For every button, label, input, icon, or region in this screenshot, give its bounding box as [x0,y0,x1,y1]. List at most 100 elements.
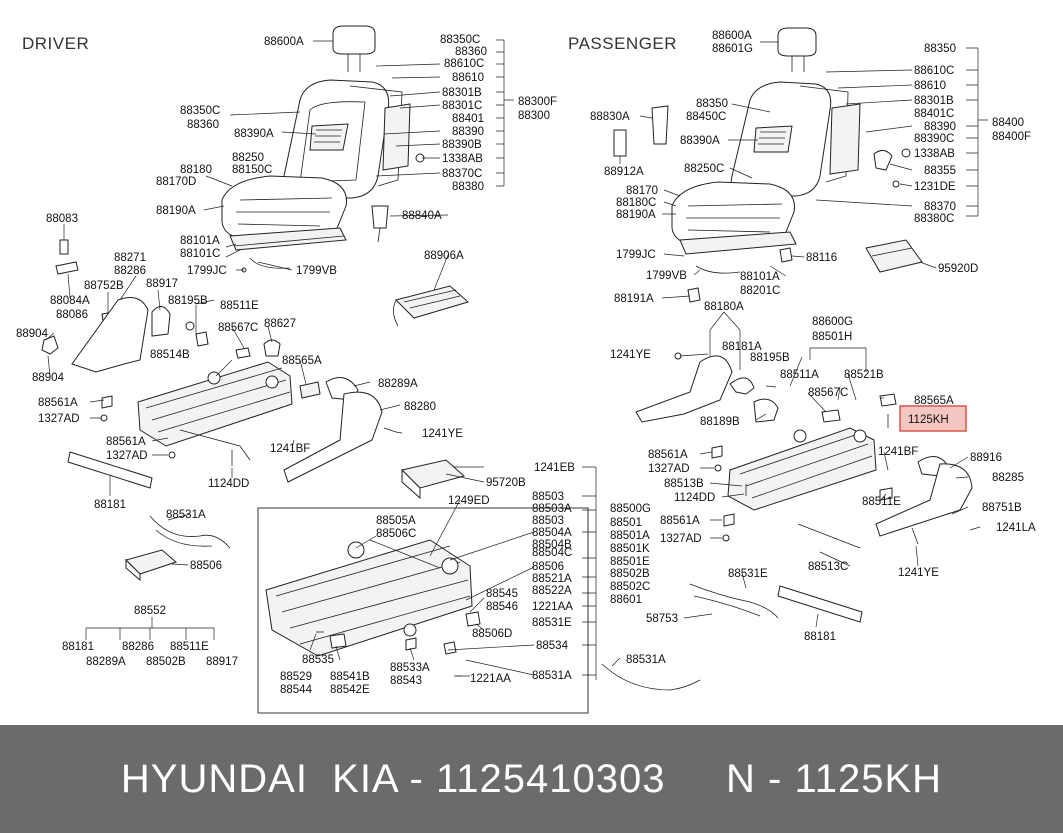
label-88840A: 88840A [402,210,442,222]
label-p-88600A: 88600A [712,30,752,42]
label-88544: 88544 [280,684,313,696]
label-p-88390A: 88390A [680,135,720,147]
label-88370C: 88370C [442,168,482,180]
label-p-88180A: 88180A [704,301,744,313]
label-p-88600G: 88600G [812,316,853,328]
label-88502B-b: 88502B [146,656,186,668]
label-88506C: 88506C [376,528,416,540]
label-p-88401C: 88401C [914,108,954,120]
label-88546: 88546 [486,601,518,613]
label-88904-top: 88904 [16,328,49,340]
label-88501E: 88501E [610,556,650,568]
label-p-88830A: 88830A [590,111,630,123]
label-88502C: 88502C [610,581,650,593]
label-p-88601G: 88601G [712,43,753,55]
label-88917: 88917 [146,278,178,290]
passenger-rail-cover [777,585,863,623]
driver-cushion-wire [241,257,291,273]
label-p-88380C: 88380C [914,213,954,225]
label-88300F: 88300F [518,96,557,108]
label-p-88116: 88116 [806,252,837,264]
label-p-88201C: 88201C [740,285,780,297]
label-88360: 88360 [455,46,487,58]
label-88289A-b: 88289A [86,656,126,668]
label-p-88531E: 88531E [728,568,768,580]
label-p-88400F: 88400F [992,131,1031,143]
label-88506D: 88506D [472,628,512,640]
label-1124DD: 1124DD [208,478,249,490]
banner-text: HYUNDAI KIA - 1125410303 N - 1125KH [120,756,943,801]
label-p-1241YE: 1241YE [610,349,651,361]
center-module [401,459,466,500]
label-88600A: 88600A [264,36,304,48]
label-88505A: 88505A [376,515,416,527]
label-88541B: 88541B [330,671,370,683]
label-88300: 88300 [518,110,550,122]
passenger-seat-back-frame [799,85,861,183]
label-p-88400: 88400 [992,117,1024,129]
label-p-88751B: 88751B [982,502,1022,514]
label-1249ED: 1249ED [448,495,490,507]
label-88531A: 88531A [166,509,206,521]
label-p-88513B: 88513B [664,478,704,490]
highlight-callout: 1125KH [899,405,967,432]
label-88565A: 88565A [282,355,322,367]
driver-seat-back-frame [349,85,425,187]
label-p-1338AB: 1338AB [914,148,955,160]
label-88280: 88280 [404,401,436,413]
label-88534: 88534 [536,640,569,652]
label-88521A: 88521A [532,573,572,585]
passenger-sensor [865,239,923,273]
label-1799JC: 1799JC [187,265,227,277]
label-88150C: 88150C [232,164,272,176]
passenger-section-title: PASSENGER [568,34,677,53]
label-88904-bottom: 88904 [32,372,65,384]
label-p-88390: 88390 [924,121,956,133]
label-88170D: 88170D [156,176,196,188]
label-p-88561A-b: 88561A [660,515,700,527]
label-88083: 88083 [46,213,78,225]
label-p-88350: 88350 [924,43,956,55]
passenger-labels: 88600A 88601G 88350 88610C 88610 88301B … [590,30,1036,666]
label-p-88370: 88370 [924,201,956,213]
label-p-88565A: 88565A [914,395,954,407]
label-p-88610: 88610 [914,80,946,92]
label-88195B: 88195B [168,295,208,307]
label-p-88181: 88181 [804,631,836,643]
label-88401: 88401 [452,113,484,125]
label-88101A: 88101A [180,235,220,247]
passenger-clip-parts [613,105,911,188]
label-88289A: 88289A [378,378,418,390]
label-p-88521B: 88521B [844,369,884,381]
label-p-88531A: 88531A [626,654,666,666]
label-88101C: 88101C [180,248,220,260]
label-p-88350-left: 88350 [696,98,728,110]
label-1221AA: 1221AA [470,673,511,685]
label-p-88355: 88355 [924,165,956,177]
label-88286-b: 88286 [122,641,154,653]
label-p-88450C: 88450C [686,111,726,123]
label-88180: 88180 [180,164,212,176]
label-p-88181A: 88181A [722,341,762,353]
label-88390B: 88390B [442,139,482,151]
label-88610: 88610 [452,72,484,84]
driver-section-title: DRIVER [22,34,89,53]
label-p-88191A: 88191A [614,293,654,305]
label-88501K: 88501K [610,543,650,555]
label-88503A: 88503A [532,503,572,515]
label-p-1241YE-b: 1241YE [898,567,939,579]
highlight-box [899,405,967,432]
label-p-88610C: 88610C [914,65,954,77]
center-labels: 1241EB 95720B 1249ED 88503 88503A 88503 … [280,462,651,696]
label-88350C-left: 88350C [180,105,220,117]
label-p-88511A: 88511A [780,369,819,381]
label-p-1799VB: 1799VB [646,270,687,282]
label-88506: 88506 [190,560,222,572]
label-p-88195B: 88195B [750,352,790,364]
label-p-1327AD: 1327AD [648,463,690,475]
label-88561A-a: 88561A [38,397,78,409]
label-p-95920D: 95920D [938,263,978,275]
driver-headrest [332,25,376,72]
label-p-58753: 58753 [646,613,678,625]
